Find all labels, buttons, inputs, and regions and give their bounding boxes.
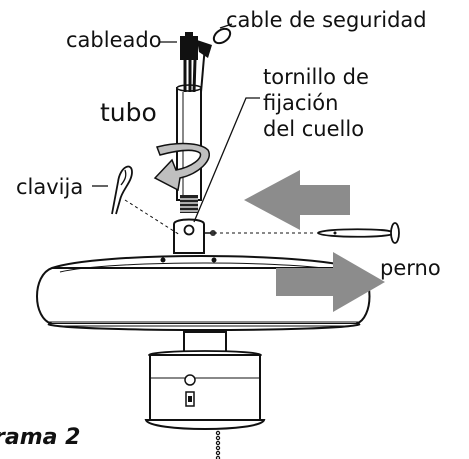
bolt-pin <box>316 222 400 244</box>
motor-assembly <box>144 331 266 430</box>
insert-arrow-right <box>276 252 385 312</box>
clevis-pin <box>111 165 133 215</box>
label-perno: perno <box>380 256 441 280</box>
safety-cable <box>197 27 232 93</box>
label-tubo: tubo <box>100 98 157 127</box>
figure-title: rama 2 <box>0 425 81 450</box>
guide-lines <box>124 199 316 236</box>
leader-lines <box>92 23 260 223</box>
rotation-arrow <box>153 142 211 192</box>
mounting-collar <box>173 218 216 254</box>
label-clavija: clavija <box>16 175 84 199</box>
pull-chain <box>215 430 221 459</box>
label-cable-de-seguridad: cable de seguridad <box>226 8 427 32</box>
wiring-bundle <box>180 32 198 93</box>
label-cableado: cableado <box>66 28 162 52</box>
label-tornillo-fijacion: tornillo de fijación del cuello <box>263 65 369 141</box>
insert-arrow-left <box>244 170 350 230</box>
